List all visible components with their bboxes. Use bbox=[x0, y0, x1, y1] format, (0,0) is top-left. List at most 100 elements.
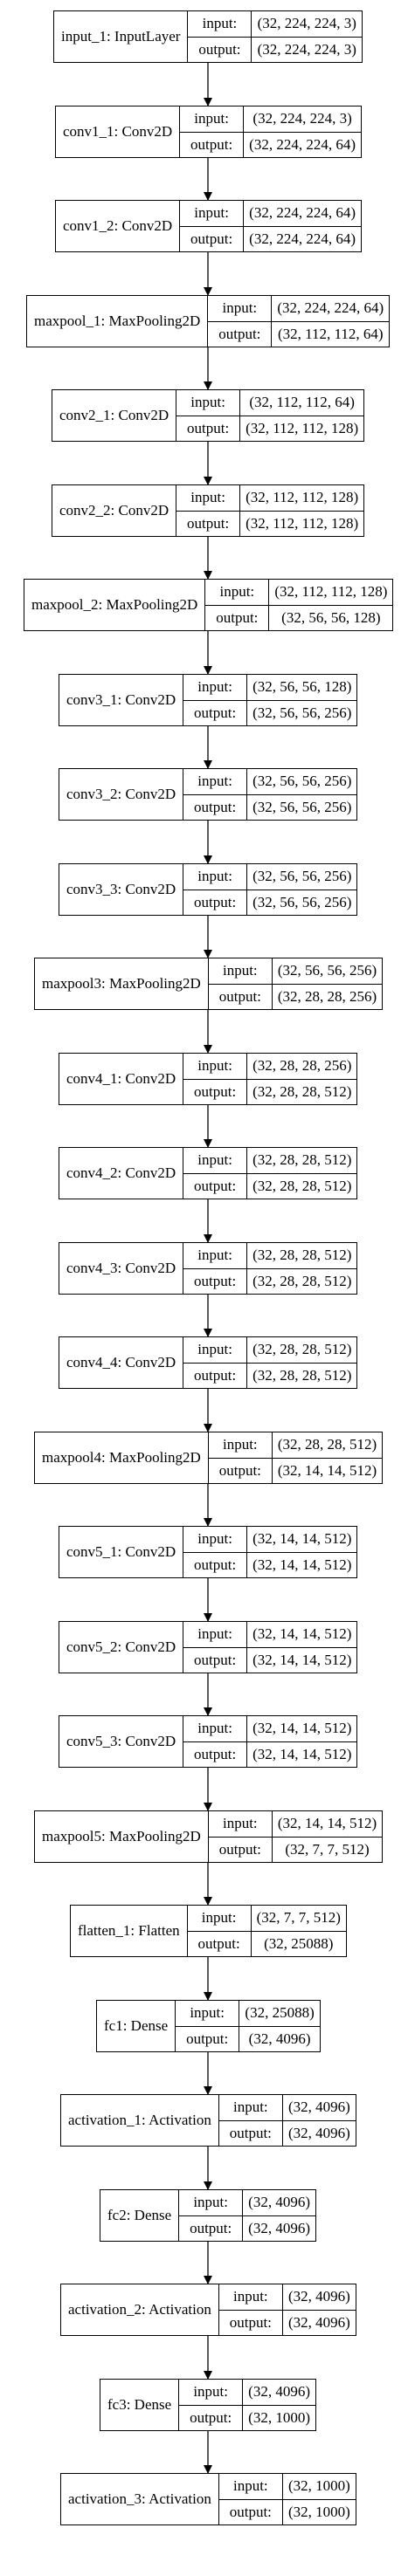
output-shape-row: output:(32, 56, 56, 256) bbox=[183, 889, 357, 915]
layer-name: fc1: Dense bbox=[97, 2001, 176, 2051]
input-label: input: bbox=[209, 958, 273, 984]
input-shape: (32, 7, 7, 512) bbox=[256, 1909, 341, 1927]
input-label: input: bbox=[183, 1716, 248, 1741]
output-shape-row: output:(32, 28, 28, 512) bbox=[183, 1362, 357, 1388]
output-shape: (32, 7, 7, 512) bbox=[285, 1840, 370, 1858]
output-label: output: bbox=[176, 416, 241, 441]
output-shape: (32, 28, 28, 512) bbox=[252, 1082, 352, 1100]
layer-shapes: input:(32, 28, 28, 512)output:(32, 28, 2… bbox=[183, 1243, 357, 1294]
output-label: output: bbox=[183, 700, 248, 725]
output-shape-row: output: (32, 224, 224, 3) bbox=[188, 36, 362, 62]
input-label: input: bbox=[205, 580, 270, 605]
output-shape-row: output: (32, 112, 112, 128) bbox=[176, 510, 364, 536]
output-shape: (32, 112, 112, 128) bbox=[246, 514, 359, 532]
output-label: output: bbox=[205, 605, 270, 630]
layer-name: conv1_2: Conv2D bbox=[56, 201, 181, 251]
layer-shapes: input:(32, 4096)output:(32, 4096) bbox=[218, 2095, 356, 2146]
layer-shapes: input:(32, 14, 14, 512)output:(32, 7, 7,… bbox=[208, 1811, 383, 1862]
output-shape: (32, 56, 56, 128) bbox=[281, 608, 381, 626]
output-shape: (32, 1000) bbox=[248, 2408, 310, 2426]
output-label: output: bbox=[219, 2499, 283, 2524]
input-shape-row: input:(32, 4096) bbox=[219, 2095, 356, 2120]
input-label: input: bbox=[219, 2284, 283, 2310]
input-shape-row: input:(32, 28, 28, 512) bbox=[183, 1337, 356, 1363]
output-shape-row: output:(32, 1000) bbox=[179, 2404, 315, 2430]
input-label: input: bbox=[219, 2095, 283, 2120]
input-shape: (32, 56, 56, 256) bbox=[252, 773, 352, 790]
input-shape-row: input:(32, 56, 56, 128) bbox=[183, 675, 356, 700]
output-label: output: bbox=[183, 1268, 248, 1294]
input-shape-row: input:(32, 28, 28, 512) bbox=[183, 1243, 356, 1268]
layer-name: conv3_3: Conv2D bbox=[59, 864, 184, 915]
output-label: output: bbox=[188, 1931, 252, 1956]
input-label: input: bbox=[219, 2474, 283, 2499]
output-label: output: bbox=[183, 1741, 248, 1767]
input-label: input: bbox=[176, 2001, 240, 2026]
layer-name: input_1: InputLayer bbox=[54, 11, 189, 62]
output-shape: (32, 14, 14, 512) bbox=[252, 1556, 352, 1573]
layer-shapes: input:(32, 56, 56, 128)output:(32, 56, 5… bbox=[183, 675, 357, 725]
input-shape: (32, 224, 224, 3) bbox=[252, 110, 352, 127]
input-shape-row: input:(32, 4096) bbox=[219, 2284, 356, 2310]
output-shape: (32, 28, 28, 512) bbox=[252, 1177, 352, 1194]
output-shape: (32, 28, 28, 512) bbox=[252, 1366, 352, 1384]
input-shape-row: input:(32, 4096) bbox=[179, 2190, 315, 2215]
input-shape: (32, 112, 112, 64) bbox=[249, 394, 355, 411]
input-label: input: bbox=[183, 1622, 248, 1647]
output-shape: (32, 224, 224, 3) bbox=[257, 40, 356, 58]
output-label: output: bbox=[183, 1552, 248, 1577]
input-shape-row: input:(32, 224, 224, 3) bbox=[188, 11, 362, 37]
output-shape: (32, 112, 112, 64) bbox=[277, 325, 384, 342]
output-label: output: bbox=[188, 37, 252, 62]
input-label: input: bbox=[179, 2190, 244, 2215]
layer-shapes: input:(32, 28, 28, 256)output:(32, 28, 2… bbox=[183, 1054, 357, 1104]
input-label: input: bbox=[176, 485, 241, 511]
output-shape-row: output:(32, 25088) bbox=[187, 1930, 346, 1956]
output-shape: (32, 4096) bbox=[248, 2030, 311, 2047]
layer-name: maxpool5: MaxPooling2D bbox=[35, 1811, 209, 1862]
layer-name: conv3_2: Conv2D bbox=[59, 769, 184, 820]
output-shape-row: output:(32, 224, 224, 64) bbox=[180, 225, 361, 251]
layer-shapes: input:(32, 4096)output:(32, 4096) bbox=[179, 2190, 315, 2241]
input-shape: (32, 4096) bbox=[248, 2383, 310, 2401]
output-shape: (32, 56, 56, 256) bbox=[252, 893, 352, 910]
input-shape-row: input:(32, 28, 28, 256) bbox=[183, 1054, 356, 1079]
output-label: output: bbox=[180, 226, 245, 251]
output-shape: (32, 14, 14, 512) bbox=[252, 1651, 352, 1668]
output-shape-row: output:(32, 1000) bbox=[218, 2498, 356, 2524]
layer-shapes: input:(32, 224, 224, 3)output:(32, 224, … bbox=[180, 106, 361, 157]
input-shape: (32, 56, 56, 256) bbox=[252, 868, 352, 885]
output-shape: (32, 112, 112, 128) bbox=[246, 419, 359, 436]
layer-name: conv3_1: Conv2D bbox=[59, 675, 184, 725]
input-shape: (32, 56, 56, 128) bbox=[252, 678, 352, 696]
input-label: input: bbox=[180, 106, 245, 132]
input-shape: (32, 28, 28, 512) bbox=[252, 1247, 352, 1264]
layer-shapes: input:(32, 56, 56, 256)output:(32, 28, 2… bbox=[208, 958, 383, 1009]
layer-shapes: input:(32, 4096)output:(32, 4096) bbox=[218, 2284, 356, 2335]
output-label: output: bbox=[183, 1647, 248, 1673]
input-label: input: bbox=[183, 1337, 248, 1363]
output-label: output: bbox=[176, 2026, 240, 2051]
layer-name: maxpool4: MaxPooling2D bbox=[35, 1432, 209, 1483]
input-shape-row: input:(32, 4096) bbox=[179, 2380, 315, 2405]
output-label: output: bbox=[176, 511, 241, 536]
input-shape: (32, 28, 28, 512) bbox=[252, 1151, 352, 1169]
output-label: output: bbox=[183, 1173, 248, 1199]
layer-name: conv2_1: Conv2D bbox=[52, 390, 177, 441]
input-label: input: bbox=[209, 1811, 273, 1837]
output-shape-row: output:(32, 14, 14, 512) bbox=[183, 1551, 357, 1577]
input-label: input: bbox=[188, 1906, 252, 1931]
input-label: input: bbox=[180, 201, 245, 226]
layer-name: conv2_2: Conv2D bbox=[52, 485, 177, 536]
input-label: input: bbox=[188, 11, 252, 37]
